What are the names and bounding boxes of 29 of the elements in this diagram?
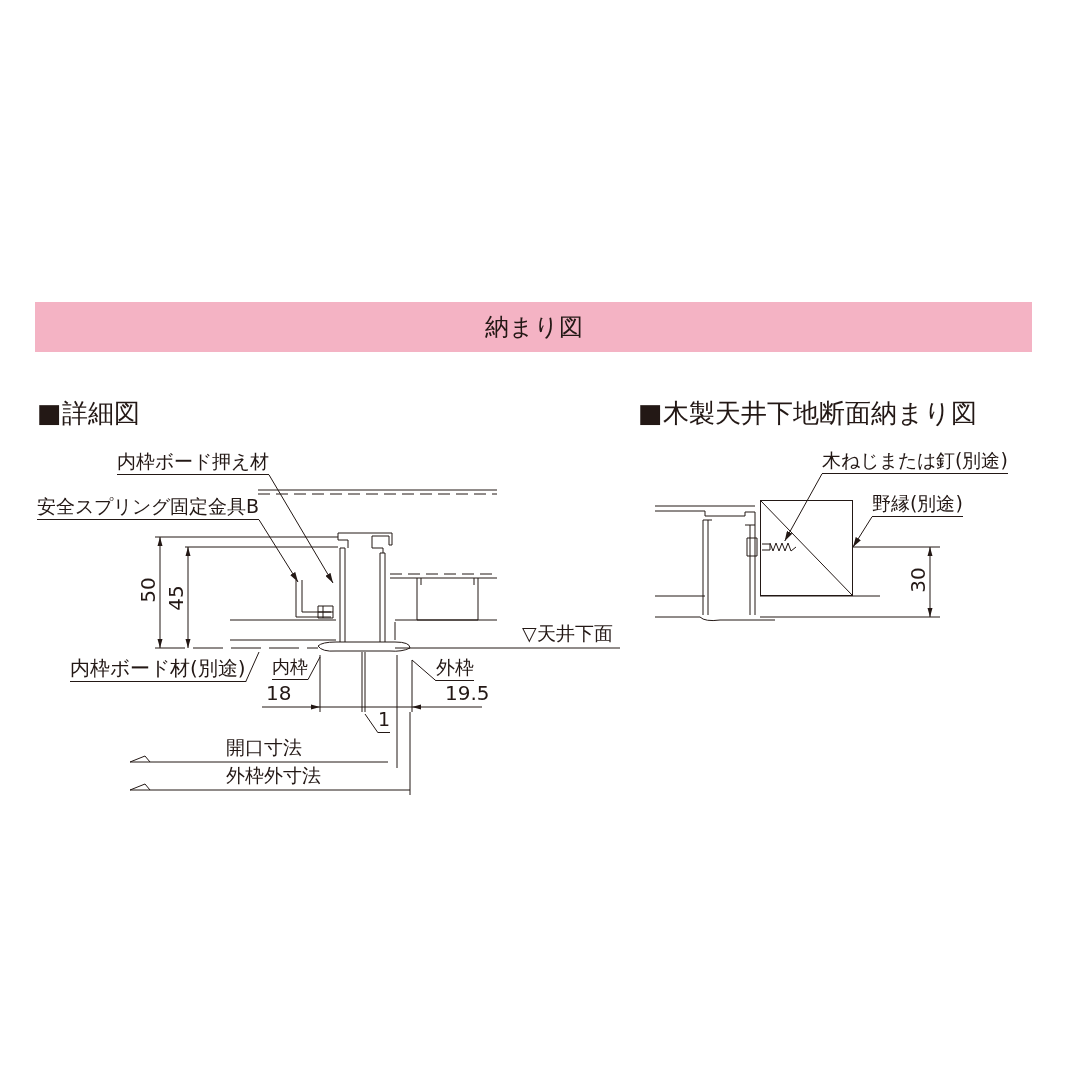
leader-line [364,713,379,734]
ceiling-level-label: ▽天井下面 [522,622,613,645]
callout-label: 1 [378,708,391,733]
callout-label: 外枠 [436,656,474,681]
callout-label: 内枠ボード押え材 [117,450,269,475]
leader-line [307,656,321,681]
dimension-value: 19.5 [445,681,490,705]
section-heading: ■木製天井下地断面納まり図 [638,398,977,430]
callout-label: 内枠ボード材(別途) [70,656,246,682]
section-heading: ■詳細図 [37,398,140,430]
callout-label: 野縁(別途) [872,492,963,517]
dimension-value: 18 [266,681,292,705]
diagram-title: 納まり図 [484,312,583,343]
leader-line [268,474,334,584]
dimension-value: 30 [906,567,930,593]
dimension-value: 50 [136,577,160,603]
dimension-value: 45 [164,585,188,611]
joist-section [760,500,853,596]
screw-drawing [762,541,797,553]
dimension-label: 外枠外寸法 [226,764,321,787]
leader-line [852,516,873,548]
leader-line [245,651,260,683]
dimension-label: 開口寸法 [226,736,302,759]
leader-line [784,473,823,542]
callout-label: 木ねじまたは釘(別途) [822,449,1008,474]
leader-line [411,659,437,682]
leader-line [258,519,299,583]
callout-label: 内枠 [272,656,308,680]
callout-label: 安全スプリング固定金具B [37,495,260,520]
